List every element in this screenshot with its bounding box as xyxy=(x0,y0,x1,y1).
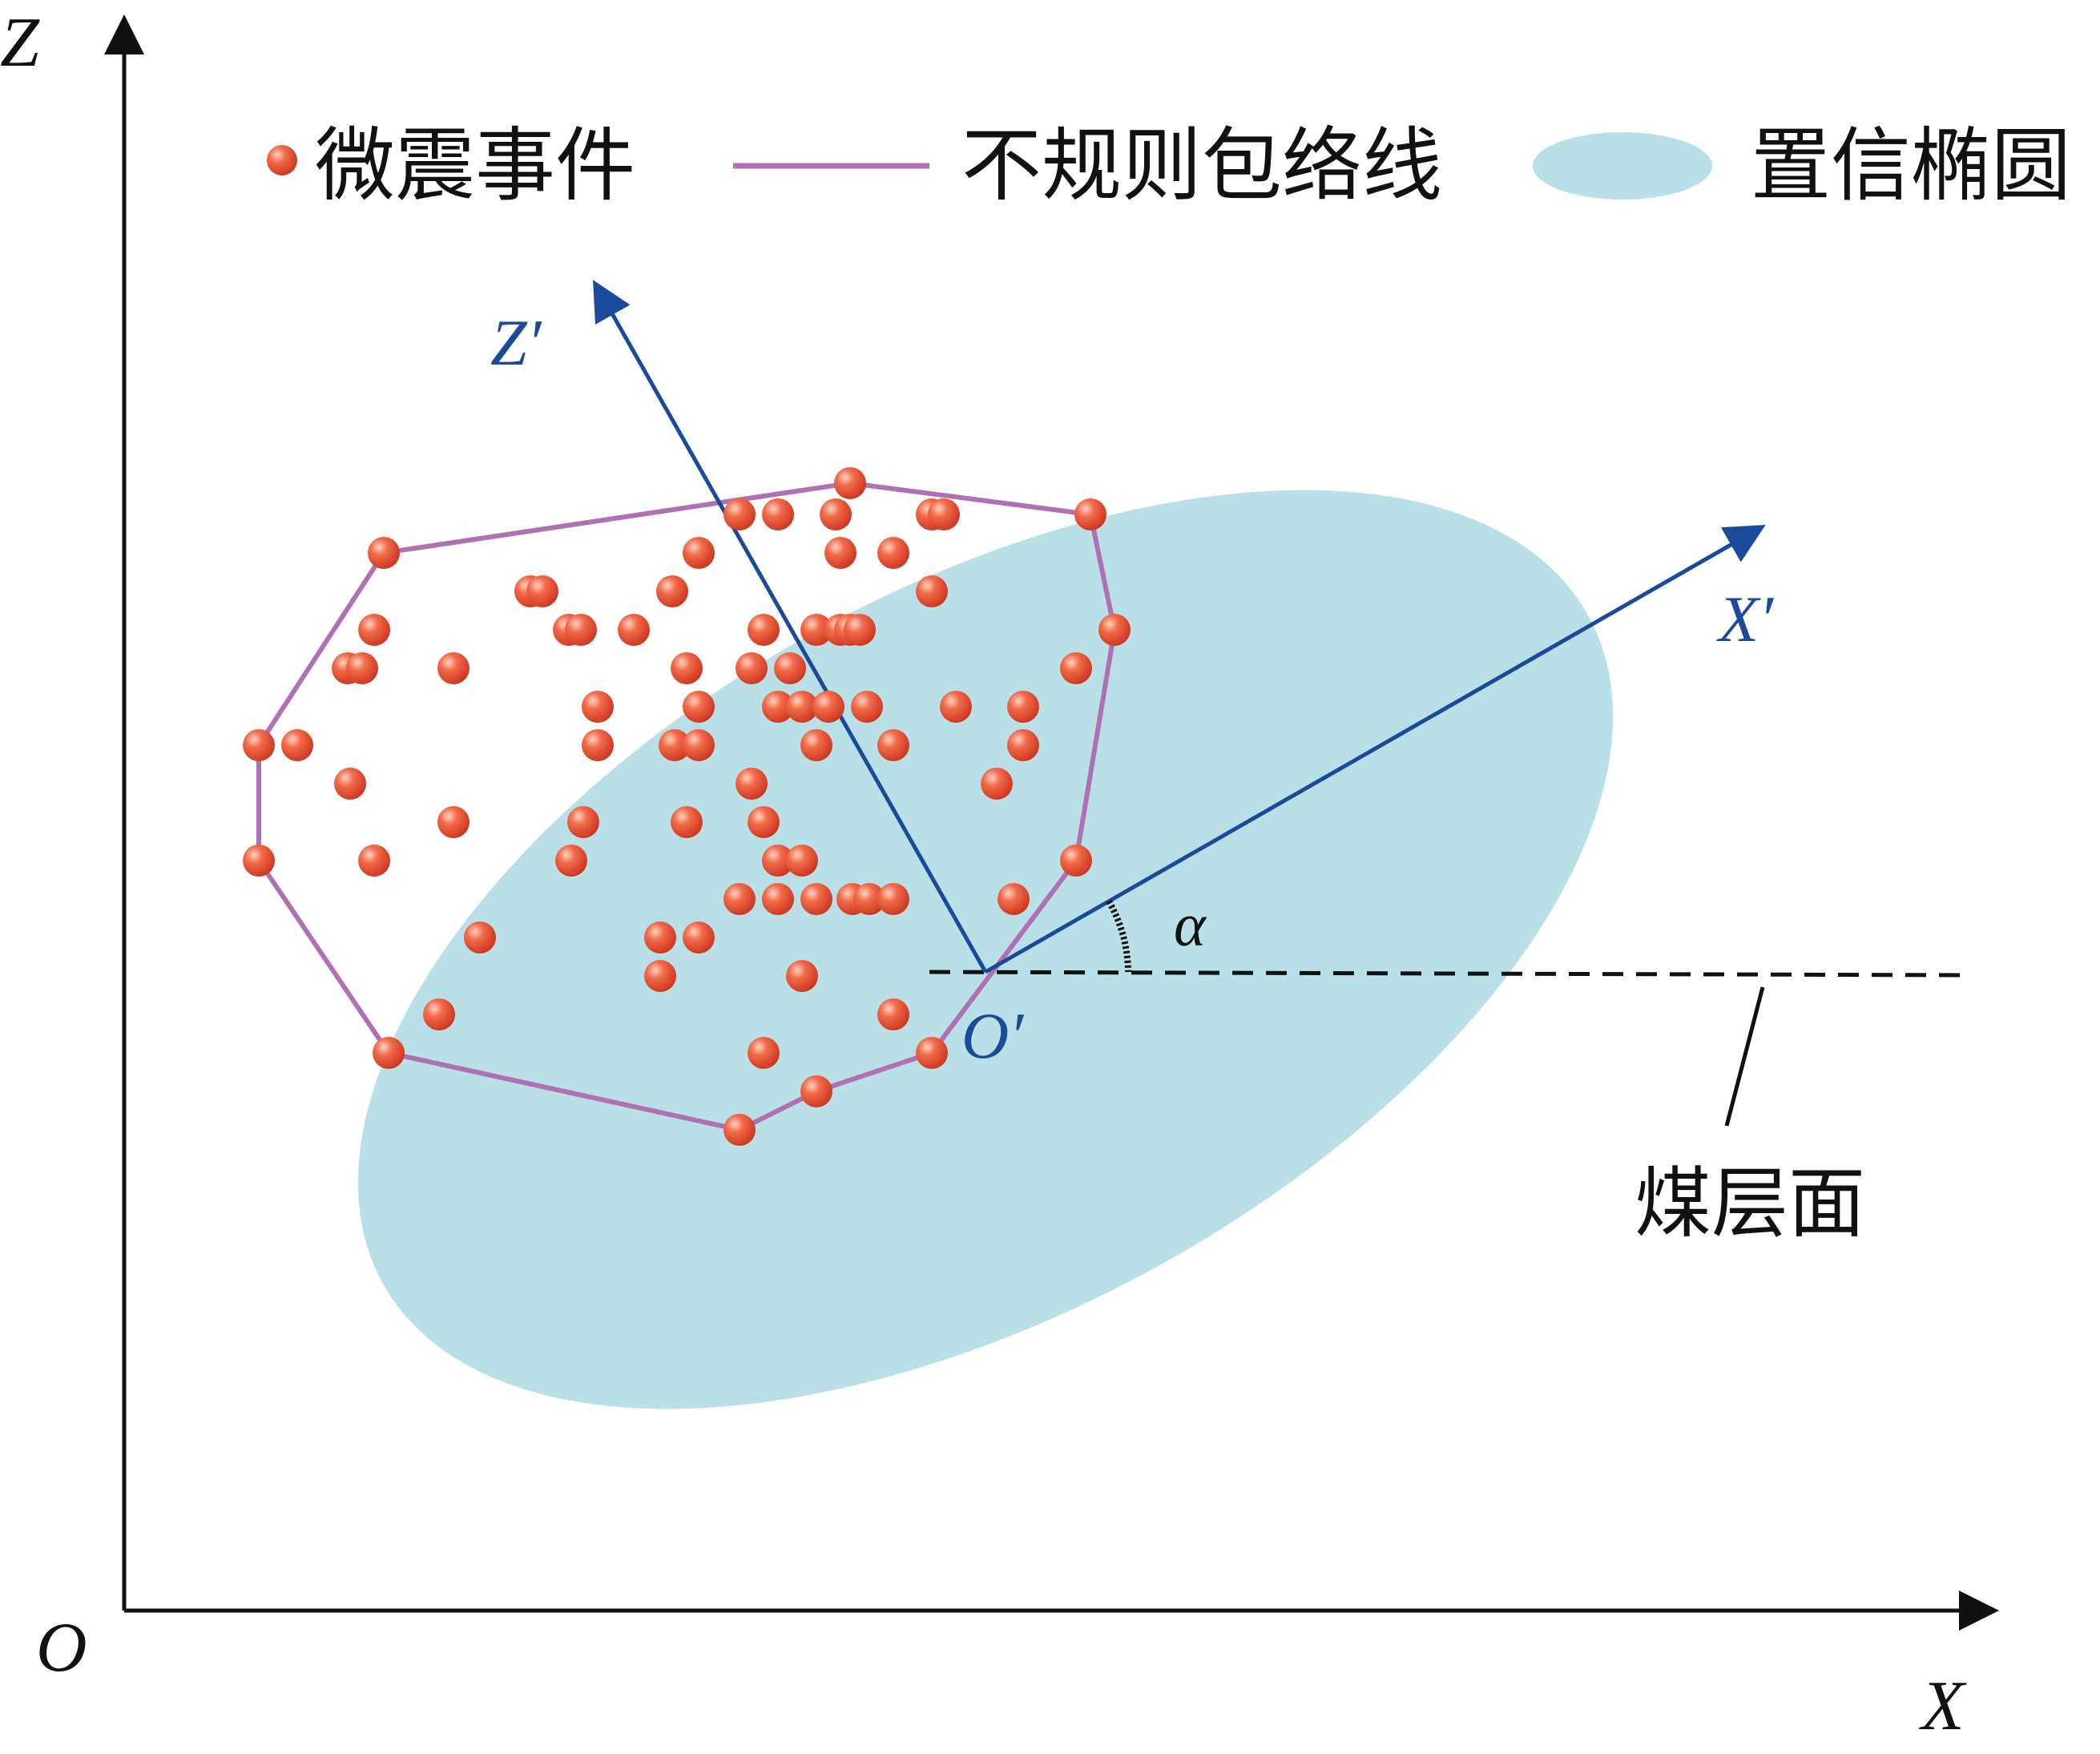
z-prime-axis xyxy=(593,280,988,974)
event-point-20 xyxy=(748,614,780,646)
event-point-34 xyxy=(683,691,715,723)
angle-label: α xyxy=(1174,892,1207,959)
event-point-70 xyxy=(644,921,676,954)
event-point-41 xyxy=(243,729,275,761)
event-point-45 xyxy=(683,729,715,761)
event-point-9 xyxy=(683,537,715,569)
event-point-15 xyxy=(916,575,948,607)
event-point-36 xyxy=(786,691,818,723)
event-point-75 xyxy=(877,998,909,1030)
event-point-47 xyxy=(877,729,909,761)
event-point-72 xyxy=(644,960,676,992)
event-point-14 xyxy=(656,575,688,607)
event-point-44 xyxy=(659,729,691,761)
event-point-3 xyxy=(762,498,794,530)
coal-seam-leader xyxy=(1724,986,1765,1127)
event-point-30 xyxy=(736,652,768,684)
event-point-32 xyxy=(1060,652,1092,684)
event-point-58 xyxy=(555,845,587,877)
event-point-38 xyxy=(851,691,883,723)
x-prime-axis xyxy=(984,525,1766,974)
event-point-66 xyxy=(853,883,885,915)
event-point-77 xyxy=(748,1037,780,1069)
legend: 微震事件 不规则包络线 置信椭圆 xyxy=(267,119,2071,212)
event-point-11 xyxy=(877,537,909,569)
event-point-57 xyxy=(358,845,390,877)
event-point-6 xyxy=(928,498,960,530)
coal-seam-label: 煤层面 xyxy=(1634,1159,1865,1248)
coal-seam-line xyxy=(929,970,1972,978)
x-prime-label: X′ xyxy=(1716,583,1774,655)
event-point-28 xyxy=(437,652,470,684)
event-point-76 xyxy=(373,1037,405,1069)
legend-ellipse-label: 置信椭圆 xyxy=(1751,119,2071,212)
irregular-envelope-line xyxy=(256,481,1117,1132)
event-point-40 xyxy=(1007,691,1039,723)
event-point-68 xyxy=(998,883,1030,915)
event-point-79 xyxy=(800,1075,832,1107)
event-point-62 xyxy=(724,883,756,915)
event-point-1 xyxy=(834,467,866,499)
event-point-50 xyxy=(736,768,768,800)
event-point-37 xyxy=(812,691,844,723)
event-point-8 xyxy=(368,537,400,569)
event-point-18 xyxy=(565,614,597,646)
event-point-59 xyxy=(762,845,794,877)
event-point-27 xyxy=(346,652,378,684)
event-point-73 xyxy=(786,960,818,992)
event-point-48 xyxy=(1007,729,1039,761)
event-point-63 xyxy=(762,883,794,915)
event-point-52 xyxy=(437,806,470,838)
event-point-74 xyxy=(423,998,455,1030)
event-point-19 xyxy=(618,614,650,646)
event-point-43 xyxy=(582,729,614,761)
angle-arc xyxy=(1106,899,1131,973)
event-point-13 xyxy=(526,575,558,607)
legend-ellipse-swatch xyxy=(1533,132,1712,200)
event-point-42 xyxy=(281,729,313,761)
x-axis-label: X xyxy=(1919,1667,1967,1745)
event-point-55 xyxy=(748,806,780,838)
event-point-35 xyxy=(762,691,794,723)
event-point-64 xyxy=(800,883,832,915)
event-point-24 xyxy=(844,614,876,646)
event-point-71 xyxy=(683,921,715,954)
event-point-29 xyxy=(671,652,703,684)
event-point-39 xyxy=(940,691,972,723)
event-point-67 xyxy=(877,883,909,915)
z-prime-label: Z′ xyxy=(490,306,542,379)
microseismic-events xyxy=(243,467,1131,1146)
event-point-78 xyxy=(916,1037,948,1069)
event-point-4 xyxy=(820,498,852,530)
event-point-49 xyxy=(334,768,366,800)
event-point-25 xyxy=(1098,614,1131,646)
legend-event-marker xyxy=(267,145,297,175)
event-point-21 xyxy=(800,614,832,646)
event-point-7 xyxy=(1074,498,1106,530)
event-point-54 xyxy=(671,806,703,838)
origin-prime-label: O′ xyxy=(961,999,1024,1072)
event-point-2 xyxy=(724,498,756,530)
event-point-69 xyxy=(464,921,496,954)
event-point-10 xyxy=(824,537,857,569)
event-point-56 xyxy=(243,845,275,877)
confidence-ellipse xyxy=(357,490,1614,1409)
legend-hull-label: 不规则包络线 xyxy=(961,119,1442,212)
event-point-31 xyxy=(774,652,806,684)
origin-label: O xyxy=(36,1609,87,1687)
event-point-61 xyxy=(1060,845,1092,877)
z-axis-label: Z xyxy=(0,4,40,82)
event-point-53 xyxy=(567,806,599,838)
event-point-16 xyxy=(358,614,390,646)
event-point-60 xyxy=(786,845,818,877)
event-point-33 xyxy=(582,691,614,723)
legend-event-label: 微震事件 xyxy=(315,119,635,212)
event-point-80 xyxy=(724,1114,756,1146)
event-point-51 xyxy=(981,768,1013,800)
event-point-46 xyxy=(800,729,832,761)
